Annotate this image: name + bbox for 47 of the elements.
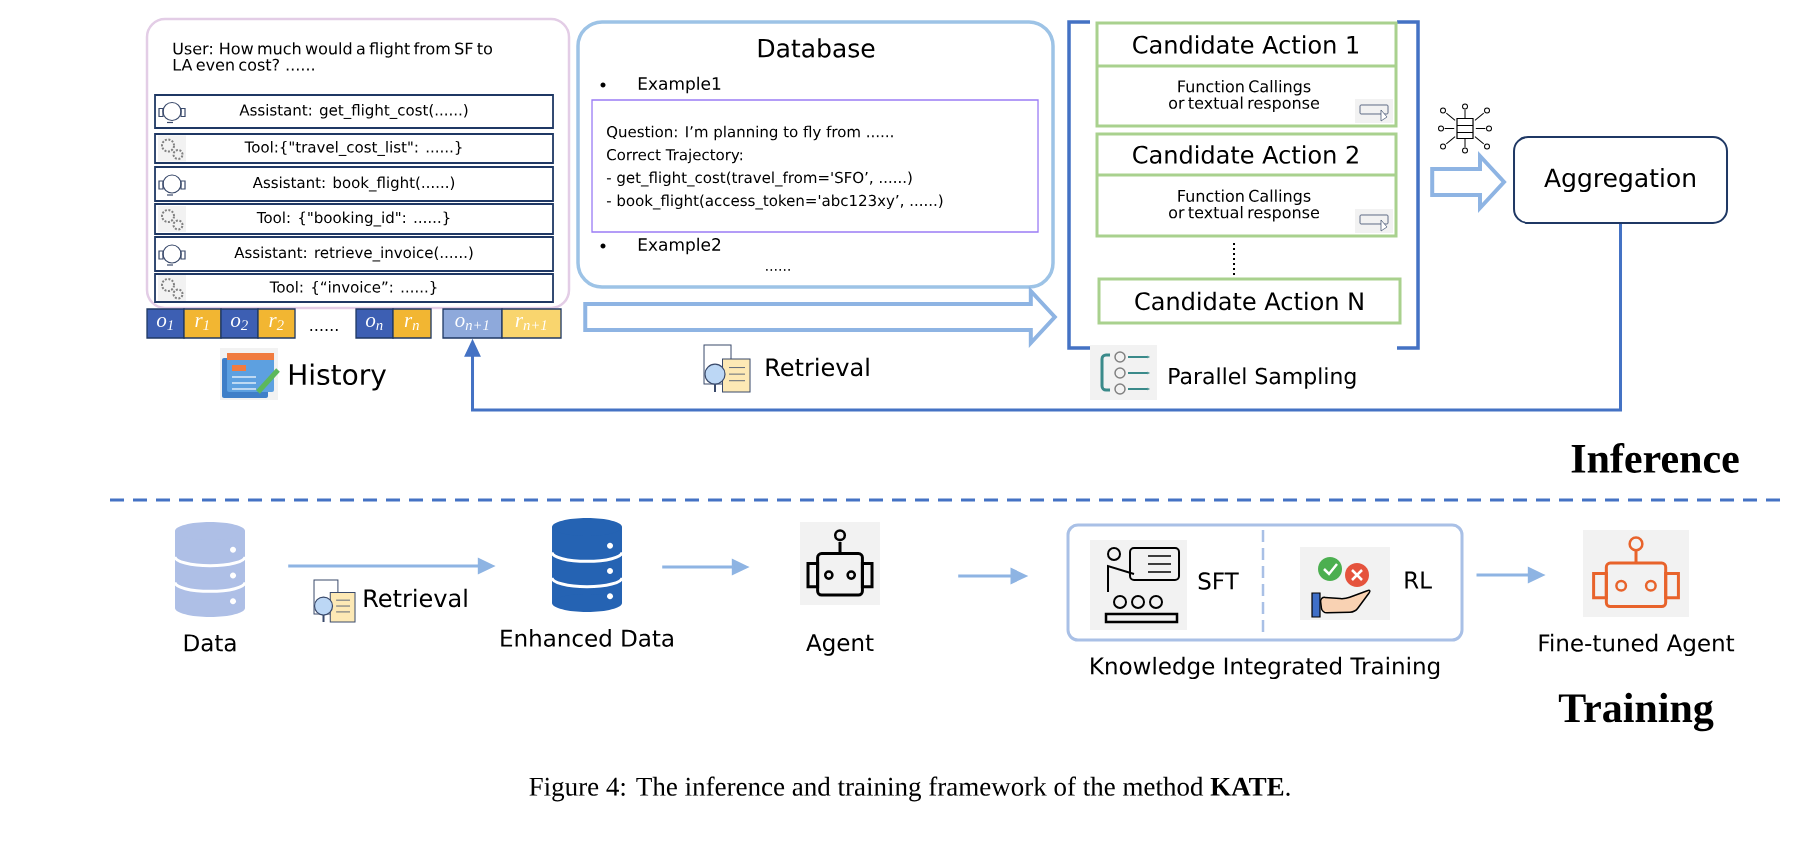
- ellipsis: ......: [766, 269, 790, 271]
- history-label: History: [289, 363, 386, 391]
- token-cell: o$_{n}$: [355, 308, 394, 339]
- token-cell: o$_{1}$: [146, 308, 185, 339]
- node-label: Knowledge Integrated Training: [1091, 656, 1440, 680]
- node-label: Agent: [806, 634, 874, 656]
- example-text: - book_flight(access_token='abc123xy’, ......): [606, 194, 943, 210]
- message-row: Tool:{"travel_cost_list": ......}: [154, 133, 554, 164]
- token-cell: o$_{n+1}$: [442, 308, 503, 339]
- card-title: Candidate Action 2: [1133, 145, 1358, 164]
- caption: Figure 4: The inference and training framework of the method KATE.: [529, 776, 1290, 802]
- node-label: Enhanced Data: [501, 629, 673, 647]
- message-row: Assistant: book_flight(......): [154, 166, 554, 202]
- node-label: RL: [1405, 571, 1432, 589]
- node-label: SFT: [1198, 572, 1239, 590]
- section-title: Training: [1558, 692, 1714, 732]
- group-label: Parallel Sampling: [1169, 367, 1356, 389]
- section-title: Inference: [1571, 443, 1739, 473]
- token-cell: o$_{2}$: [220, 308, 259, 339]
- candidate-card: Candidate Action N: [1097, 277, 1402, 325]
- example-text: - get_flight_cost(travel_from='SFO’, ......): [606, 171, 912, 187]
- card-text: Function Callings or textual response: [1169, 80, 1319, 112]
- example-text: Correct Trajectory:: [607, 148, 742, 164]
- arrow: [1430, 150, 1507, 214]
- arrow: [583, 285, 1058, 349]
- list-item: Example2: [638, 237, 721, 255]
- message-text: User: How much would a flight from SF to LA even cost? ......: [173, 42, 492, 71]
- list-item: Example1: [638, 76, 721, 94]
- token-cell: r$_{n+1}$: [501, 308, 562, 339]
- message-row: Tool: {"booking_id": ......}: [154, 203, 554, 235]
- arrow: [464, 224, 1622, 412]
- message-row: Assistant: get_flight_cost(......): [154, 94, 554, 129]
- token-cell: r$_{1}$: [183, 308, 222, 339]
- message-row: Assistant: retrieve_invoice(......): [154, 236, 554, 272]
- token-cell: r$_{n}$: [392, 308, 432, 339]
- token-cell: r$_{2}$: [257, 308, 296, 339]
- edge-label: Retrieval: [763, 356, 872, 378]
- panel-title: Database: [758, 38, 875, 58]
- node-label: Fine-tuned Agent: [1539, 633, 1735, 657]
- node-label: Data: [184, 634, 236, 652]
- example-text: Question: I’m planning to fly from ......: [607, 125, 893, 141]
- card-title: Candidate Action 1: [1133, 35, 1358, 54]
- message-row: Tool: {“invoice”: ......}: [154, 273, 554, 303]
- edge-label: Retrieval: [361, 587, 470, 609]
- card-text: Function Callings or textual response: [1169, 189, 1319, 222]
- ellipsis: ......: [310, 329, 338, 331]
- aggregation-box: Aggregation: [1513, 136, 1728, 224]
